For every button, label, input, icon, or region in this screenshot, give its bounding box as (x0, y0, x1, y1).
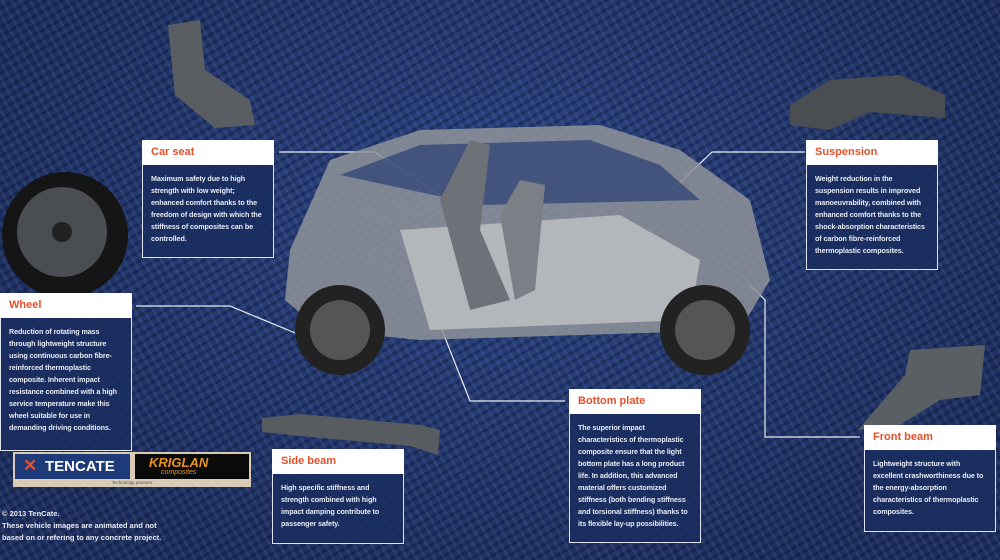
side-beam-component (262, 414, 440, 455)
suspension-component (790, 75, 945, 130)
tencate-emblem-icon: ✕ (23, 456, 38, 475)
partners-caption: Technology partners (111, 480, 153, 485)
wheel-front (660, 285, 750, 375)
footer-notice: © 2013 TenCate. These vehicle images are… (2, 508, 161, 544)
copyright: © 2013 TenCate. (2, 509, 60, 518)
front-beam-component (858, 345, 985, 430)
card-text: Maximum safety due to high strength with… (142, 165, 274, 258)
card-title: Wheel (0, 293, 132, 318)
car-chassis (285, 125, 770, 340)
card-text: Reduction of rotating mass through light… (0, 318, 132, 451)
disclaimer-line: These vehicle images are animated and no… (2, 521, 157, 530)
card-side-beam: Side beam High specific stiffness and st… (272, 449, 404, 544)
card-title: Suspension (806, 140, 938, 165)
card-title: Car seat (142, 140, 274, 165)
card-text: The superior impact characteristics of t… (569, 414, 701, 543)
card-text: High specific stiffness and strength com… (272, 474, 404, 544)
card-text: Weight reduction in the suspension resul… (806, 165, 938, 270)
card-car-seat: Car seat Maximum safety due to high stre… (142, 140, 274, 258)
card-title: Side beam (272, 449, 404, 474)
card-wheel: Wheel Reduction of rotating mass through… (0, 293, 132, 451)
card-suspension: Suspension Weight reduction in the suspe… (806, 140, 938, 270)
tencate-logo: ✕TENCATE (15, 454, 130, 479)
card-title: Bottom plate (569, 389, 701, 414)
card-bottom-plate: Bottom plate The superior impact charact… (569, 389, 701, 543)
car-seat-component (168, 20, 255, 128)
wheel-component (2, 172, 128, 298)
card-title: Front beam (864, 425, 996, 450)
card-front-beam: Front beam Lightweight structure with ex… (864, 425, 996, 532)
card-text: Lightweight structure with excellent cra… (864, 450, 996, 532)
wheel-rear (295, 285, 385, 375)
disclaimer-line: based on or refering to any concrete pro… (2, 533, 162, 542)
